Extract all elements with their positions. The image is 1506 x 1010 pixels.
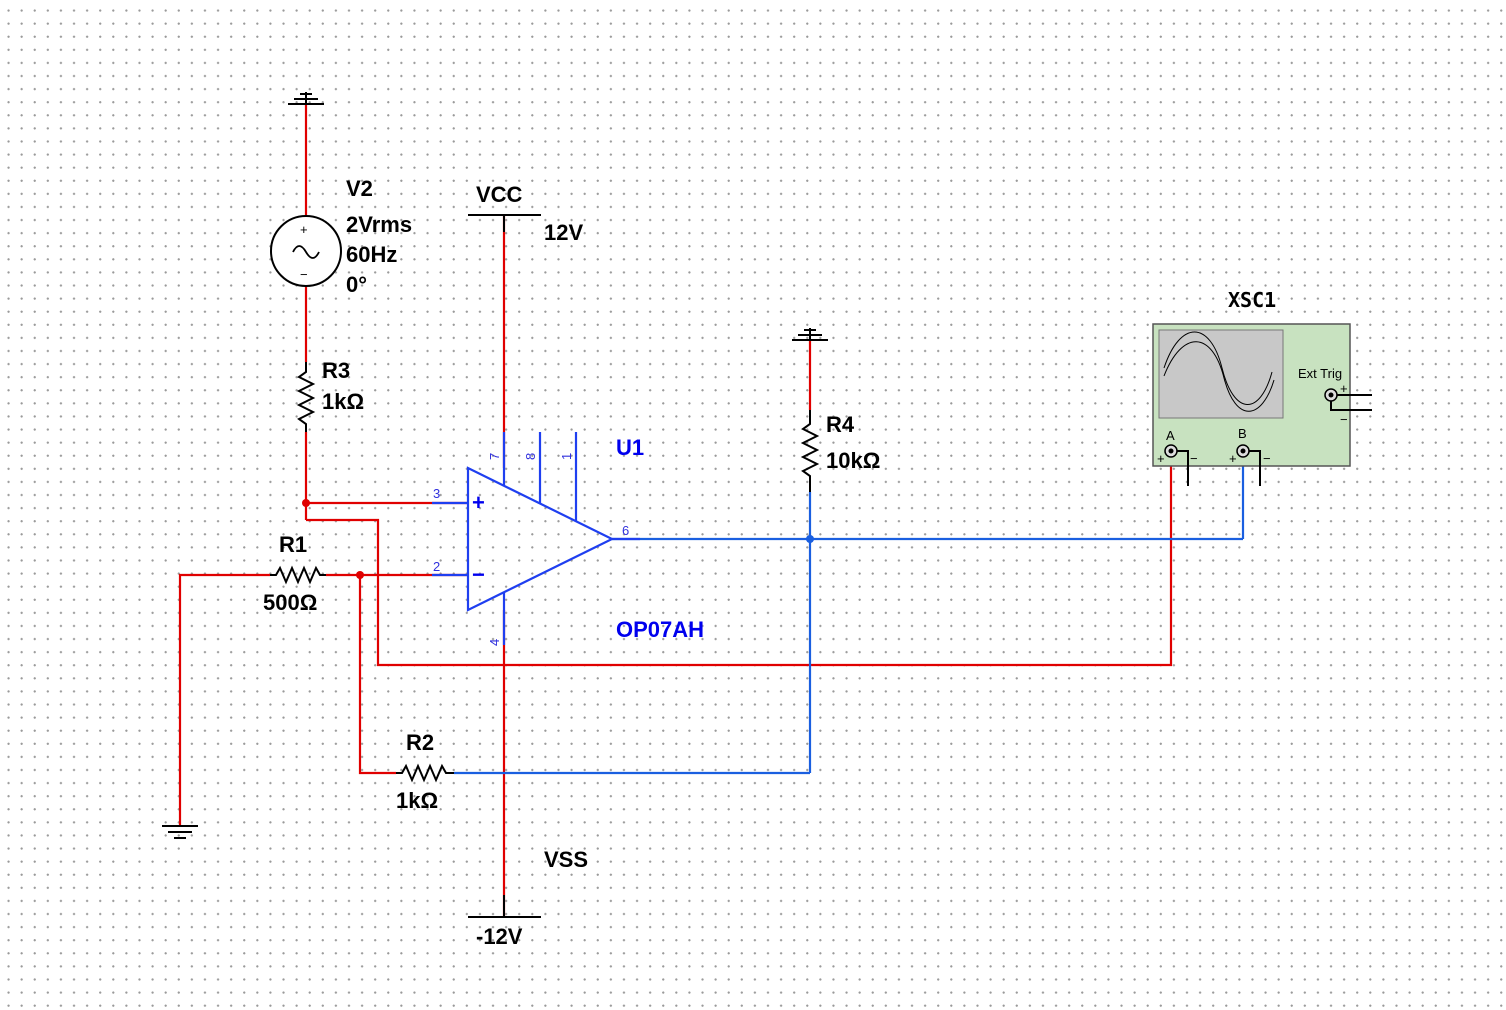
channel-a-plus: + (1157, 451, 1165, 466)
scope-terminal-ext-trig[interactable] (1324, 388, 1372, 411)
ground-icon[interactable] (288, 92, 324, 105)
junction-dot (302, 499, 310, 507)
r2-value-label: 1kΩ (396, 788, 438, 813)
ext-trig-label: Ext Trig (1298, 366, 1342, 381)
resistor-r4[interactable] (800, 410, 820, 492)
v2-ref-label: V2 (346, 176, 373, 201)
opamp-plus-sign: + (472, 490, 485, 515)
xsc1-ref-label: XSC1 (1228, 288, 1276, 312)
r1-value-label: 500Ω (263, 590, 317, 615)
pin-4-label: 4 (487, 639, 502, 646)
vss-ref-label: VSS (544, 847, 588, 872)
r4-value-label: 10kΩ (826, 448, 880, 473)
pin-2-label: 2 (433, 559, 440, 574)
vcc-ref-label: VCC (476, 182, 523, 207)
v2-amplitude-label: 2Vrms (346, 212, 412, 237)
resistor-r2[interactable] (396, 763, 454, 783)
pin-7-label: 7 (487, 453, 502, 460)
ext-trig-minus: − (1340, 412, 1348, 427)
channel-b-plus: + (1229, 451, 1237, 466)
red-wires (178, 104, 1173, 917)
r1-ref-label: R1 (279, 532, 307, 557)
scope-terminal-a[interactable] (1164, 444, 1189, 486)
r3-value-label: 1kΩ (322, 389, 364, 414)
u1-ref-label: U1 (616, 435, 644, 460)
resistor-r3[interactable] (296, 362, 316, 432)
ground-icon[interactable] (792, 328, 828, 341)
channel-a-label: A (1166, 428, 1175, 443)
channel-b-minus: − (1263, 451, 1271, 466)
channel-a-minus: − (1190, 451, 1198, 466)
blue-wires (454, 463, 1245, 775)
pin-8-label: 8 (523, 453, 538, 460)
ac-voltage-source-v2[interactable]: + − (270, 215, 342, 287)
v2-phase-label: 0° (346, 272, 367, 297)
vcc-supply-symbol[interactable] (468, 214, 541, 232)
u1-part-label: OP07AH (616, 617, 704, 642)
r4-ref-label: R4 (826, 412, 855, 437)
vss-value-label: -12V (476, 924, 523, 949)
opamp-u1[interactable]: + − (432, 432, 640, 645)
pin-6-label: 6 (622, 523, 629, 538)
resistor-r1[interactable] (270, 565, 326, 585)
oscilloscope-xsc1[interactable]: Ext Trig + − A B + − + − (1152, 323, 1351, 467)
ext-trig-plus: + (1340, 381, 1348, 396)
v2-plus-sign: + (300, 222, 308, 237)
v2-frequency-label: 60Hz (346, 242, 397, 267)
vss-supply-symbol[interactable] (468, 895, 541, 918)
r2-ref-label: R2 (406, 730, 434, 755)
v2-minus-sign: − (300, 267, 308, 282)
junction-dot (356, 571, 364, 579)
pin-1-label: 1 (559, 453, 574, 460)
ground-icon[interactable] (162, 825, 198, 839)
scope-terminal-b[interactable] (1236, 444, 1261, 486)
pin-3-label: 3 (433, 486, 440, 501)
scope-screen (1158, 329, 1284, 419)
scope-waveform-icon (1163, 331, 1273, 405)
junction-dot (806, 535, 814, 543)
r3-ref-label: R3 (322, 358, 350, 383)
vcc-value-label: 12V (544, 220, 583, 245)
channel-b-label: B (1238, 426, 1247, 441)
opamp-minus-sign: − (472, 562, 485, 587)
